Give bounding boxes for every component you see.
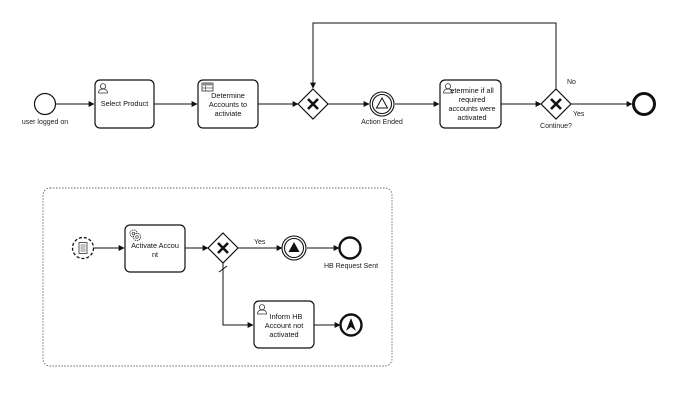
task-inform-hb[interactable]: Inform HB Account not activated <box>253 300 315 349</box>
task-determine-all-line-1: etermine if all <box>450 86 494 95</box>
signal-triangle-icon <box>375 96 389 109</box>
subprocess-end-event-label: HB Request Sent <box>324 263 378 270</box>
escalation-end-event[interactable] <box>339 313 363 337</box>
default-flow-marker <box>218 265 228 273</box>
task-activate-account[interactable]: Activate Accou nt <box>124 224 186 273</box>
start-event-label: user logged on <box>22 119 68 126</box>
exclusive-gateway-sub[interactable] <box>207 232 239 264</box>
flow-gateway-to-inform <box>222 263 254 328</box>
gateway-yes-label: Yes <box>573 111 585 118</box>
x-marker-icon <box>217 242 229 254</box>
business-rule-task-icon <box>201 82 214 92</box>
flow-continue-no-loop <box>310 22 557 89</box>
user-task-icon <box>98 83 108 94</box>
user-task-icon <box>257 304 267 315</box>
x-marker-icon <box>550 98 562 110</box>
task-determine-accounts-line-1: Determine <box>211 91 245 100</box>
task-determine-all-activated[interactable]: etermine if all required accounts were a… <box>439 79 502 129</box>
gateway-continue-label: Continue? <box>540 123 572 130</box>
task-determine-accounts[interactable]: Determine Accounts to activiate <box>197 79 259 129</box>
service-task-gear-icon <box>129 229 142 242</box>
exclusive-gateway-merge[interactable] <box>297 88 329 120</box>
subprocess-frame[interactable] <box>42 187 393 367</box>
task-inform-line-1: Inform HB <box>270 312 303 321</box>
conditional-document-icon <box>78 242 88 254</box>
event-subprocess: Activate Accou nt Yes HB Request Sent In… <box>42 187 393 367</box>
task-inform-line-2: Account not <box>265 321 304 330</box>
x-marker-icon <box>307 98 319 110</box>
subprocess-flows <box>94 245 341 328</box>
sequence-flows <box>56 22 633 107</box>
task-determine-all-line-2: required <box>459 95 486 104</box>
task-activate-account-line-1: Activate Accou <box>131 241 179 250</box>
gateway-no-label: No <box>567 79 576 86</box>
task-determine-accounts-line-2: Accounts to <box>209 100 247 109</box>
task-determine-all-line-3: accounts were <box>448 104 495 113</box>
sub-gateway-yes-label: Yes <box>254 239 266 246</box>
subprocess-end-event[interactable] <box>338 236 362 260</box>
main-process: user logged on Select Product Determine … <box>22 22 656 130</box>
user-task-icon <box>443 83 453 94</box>
task-inform-line-3: activated <box>269 330 298 339</box>
subprocess-intermediate-event[interactable] <box>281 235 307 261</box>
intermediate-event-action-ended[interactable] <box>369 91 395 117</box>
task-select-product-label: Select Product <box>101 99 148 108</box>
subprocess-start-event[interactable] <box>71 236 95 260</box>
exclusive-gateway-continue[interactable] <box>540 88 572 120</box>
task-determine-all-line-4: activated <box>457 113 486 122</box>
task-activate-account-line-2: nt <box>152 250 158 259</box>
task-select-product[interactable]: Select Product <box>94 79 155 129</box>
task-determine-accounts-line-3: activiate <box>215 109 242 118</box>
start-event[interactable] <box>33 92 57 116</box>
escalation-arrow-icon <box>346 318 356 331</box>
signal-throw-triangle-icon <box>288 242 300 252</box>
end-event[interactable] <box>632 92 656 116</box>
intermediate-event-label: Action Ended <box>361 119 403 126</box>
